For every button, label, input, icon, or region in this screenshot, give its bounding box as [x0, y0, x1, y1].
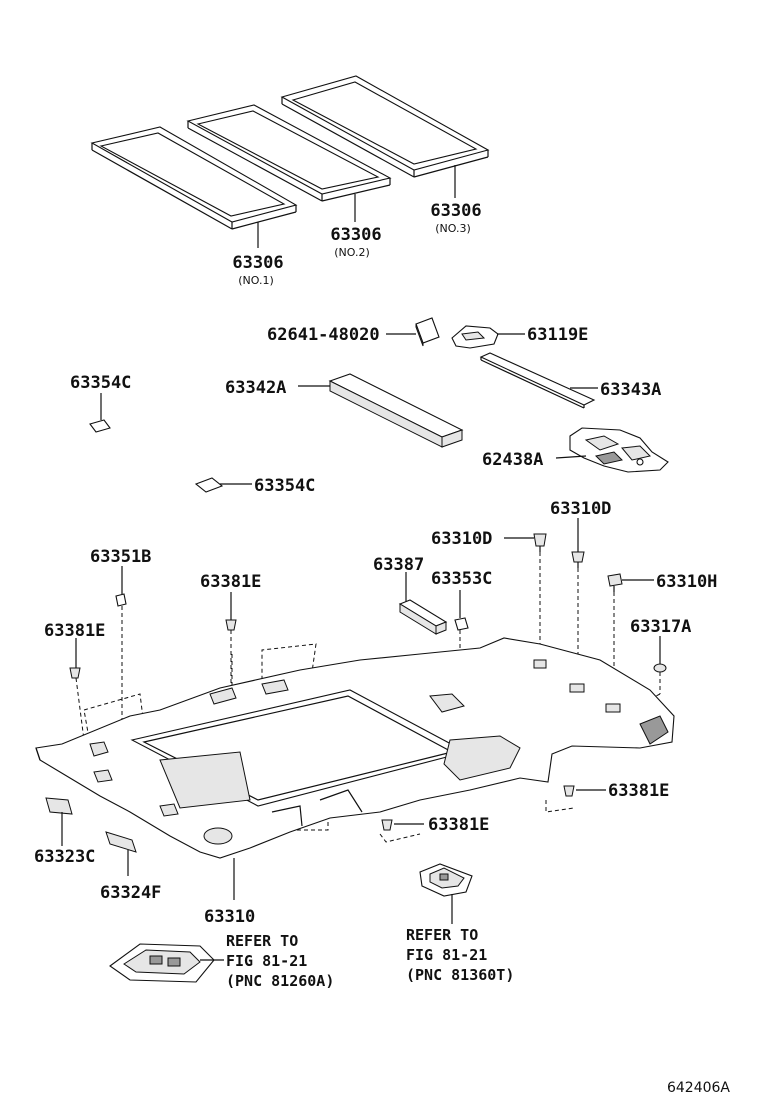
ref-right-line3: (PNC 81360T) [406, 966, 514, 984]
strip-63343a [479, 352, 596, 409]
label-63387: 63387 [373, 555, 424, 575]
label-63306-no3-sub: (NO.3) [435, 222, 471, 235]
clip-63310d-b [571, 551, 585, 568]
label-63119e: 63119E [527, 325, 588, 345]
label-63381e-right: 63381E [608, 781, 669, 801]
label-63310d-a: 63310D [431, 529, 492, 549]
clip-63381e-right [563, 785, 575, 797]
label-62641-48020: 62641-48020 [267, 325, 380, 345]
label-63343a: 63343A [600, 380, 661, 400]
label-63381e-left: 63381E [44, 621, 105, 641]
label-63353c: 63353C [431, 569, 492, 589]
label-63310h: 63310H [656, 572, 717, 592]
label-63354c-lower: 63354C [254, 476, 315, 496]
pad-62641-48020 [415, 317, 440, 347]
label-63310d-b: 63310D [550, 499, 611, 519]
label-63306-no1: 63306 [232, 253, 283, 273]
room-lamp-assembly [419, 863, 473, 897]
clip-63381e-left [69, 667, 81, 679]
label-63306-no2-sub: (NO.2) [334, 246, 370, 259]
figure-id: 642406A [667, 1080, 730, 1096]
ref-left-line3: (PNC 81260A) [226, 972, 334, 990]
ref-right-line2: FIG 81-21 [406, 946, 487, 964]
garnish-63324f [105, 831, 137, 853]
sunshade-panel-no2 [186, 104, 392, 202]
label-62438a: 62438A [482, 450, 543, 470]
label-63310: 63310 [204, 907, 255, 927]
label-63317a: 63317A [630, 617, 691, 637]
label-63306-no1-sub: (NO.1) [238, 274, 274, 287]
ref-left-line1: REFER TO [226, 932, 298, 950]
pad-63342a [328, 373, 464, 448]
label-63351b: 63351B [90, 547, 151, 567]
label-63306-no3: 63306 [430, 201, 481, 221]
garnish-63323c [45, 797, 73, 815]
clip-63310d-a [533, 533, 547, 552]
label-63324f: 63324F [100, 883, 161, 903]
label-63381e-lower: 63381E [428, 815, 489, 835]
clip-63381e-upper [225, 619, 237, 631]
clip-63351b [115, 593, 127, 607]
ref-left-line2: FIG 81-21 [226, 952, 307, 970]
bracket-62438a [569, 427, 669, 473]
label-63323c: 63323C [34, 847, 95, 867]
map-lamp-assembly [109, 943, 215, 983]
label-63354c-upper: 63354C [70, 373, 131, 393]
clip-63310h [607, 573, 623, 592]
clip-63317a [653, 663, 667, 673]
pad-63354c-upper [89, 419, 111, 433]
ref-right-line1: REFER TO [406, 926, 478, 944]
pad-63354c-lower [194, 477, 224, 493]
label-63381e-upper: 63381E [200, 572, 261, 592]
block-63387 [398, 599, 448, 635]
roof-headlining-63310 [35, 637, 675, 859]
sunshade-panel-no1 [90, 126, 298, 230]
bracket-63119e [451, 325, 499, 349]
label-63306-no2: 63306 [330, 225, 381, 245]
label-63342a: 63342A [225, 378, 286, 398]
clip-63381e-lower [381, 819, 393, 831]
sunshade-panel-no3 [280, 75, 490, 178]
pad-63353c [454, 617, 469, 631]
